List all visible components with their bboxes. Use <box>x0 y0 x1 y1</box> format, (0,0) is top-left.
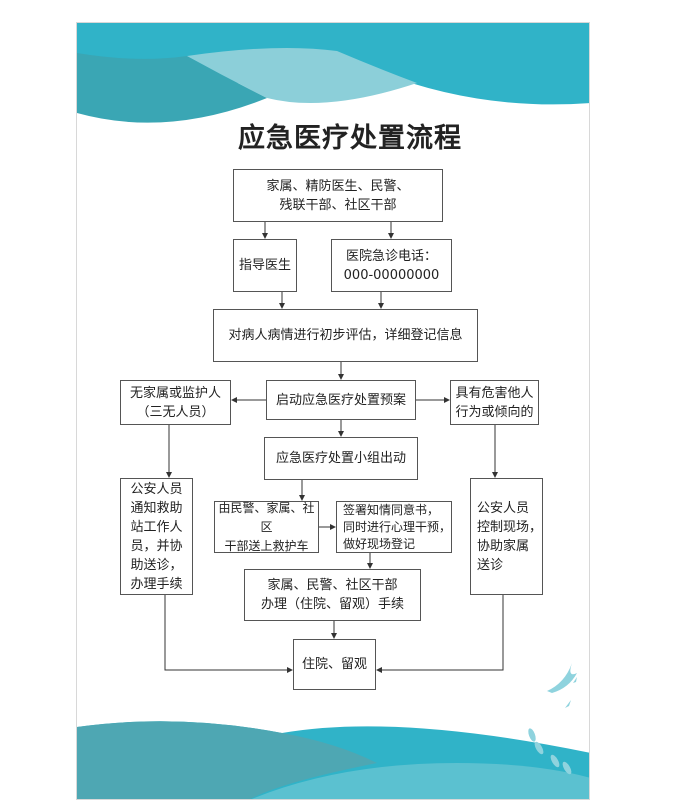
decorative-waves <box>77 23 589 799</box>
node-procedures: 家属、民警、社区干部 办理（住院、留观）手续 <box>244 569 421 621</box>
arrow <box>164 595 293 673</box>
bird-icon <box>528 663 577 775</box>
node-team-dispatch: 应急医疗处置小组出动 <box>264 437 418 480</box>
node-no-guardian: 无家属或监护人 （三无人员） <box>120 380 231 425</box>
node-consent: 签署知情同意书， 同时进行心理干预， 做好现场登记 <box>336 501 452 553</box>
node-dangerous: 具有危害他人 行为或倾向的 <box>450 380 539 425</box>
page-title: 应急医疗处置流程 <box>238 123 462 154</box>
node-start-plan: 启动应急医疗处置预案 <box>266 380 416 420</box>
node-guide-doctor: 指导医生 <box>233 239 297 292</box>
node-reporters: 家属、精防医生、民警、 残联干部、社区干部 <box>233 169 443 222</box>
node-hospital-phone: 医院急诊电话： 000-00000000 <box>331 239 452 292</box>
arrow <box>376 595 504 673</box>
node-police-control: 公安人员 控制现场， 协助家属 送诊 <box>470 478 543 595</box>
node-assess: 对病人病情进行初步评估，详细登记信息 <box>213 309 478 362</box>
node-ambulance: 由民警、家属、社区 干部送上救护车 <box>214 501 319 553</box>
node-police-notify: 公安人员 通知救助 站工作人 员，并协 助送诊， 办理手续 <box>120 478 193 595</box>
node-admission: 住院、留观 <box>293 639 376 690</box>
